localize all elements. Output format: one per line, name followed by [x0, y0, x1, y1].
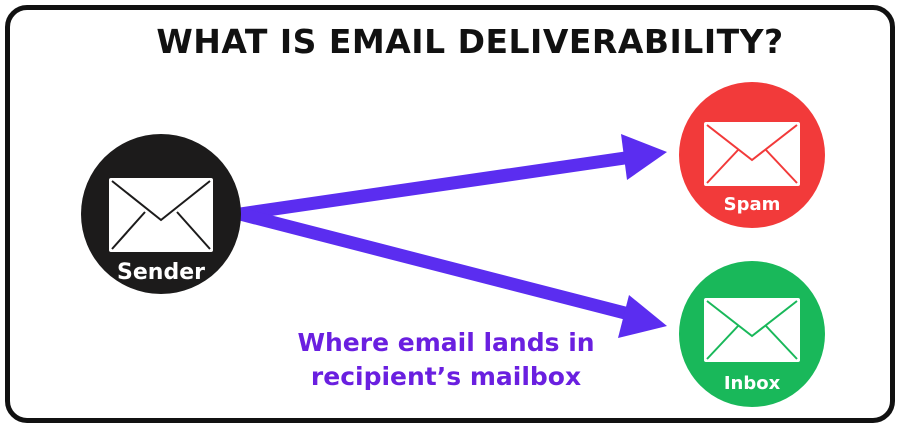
spam-label: Spam: [724, 194, 781, 215]
diagram-title: WHAT IS EMAIL DELIVERABILITY?: [156, 22, 784, 61]
sender-label: Sender: [117, 260, 205, 285]
arrow-to-inbox: [233, 207, 667, 338]
spam-node: Spam: [679, 82, 825, 228]
inbox-label: Inbox: [724, 373, 781, 394]
arrow-to-spam: [233, 134, 667, 221]
inbox-node: Inbox: [679, 261, 825, 407]
diagram-caption: Where email lands in recipient’s mailbox: [276, 326, 616, 394]
caption-line-2: recipient’s mailbox: [310, 362, 582, 391]
sender-node: Sender: [81, 134, 241, 294]
envelope-icon: [704, 122, 800, 186]
envelope-icon: [704, 298, 800, 362]
caption-line-1: Where email lands in: [297, 328, 595, 357]
envelope-icon: [109, 178, 213, 252]
